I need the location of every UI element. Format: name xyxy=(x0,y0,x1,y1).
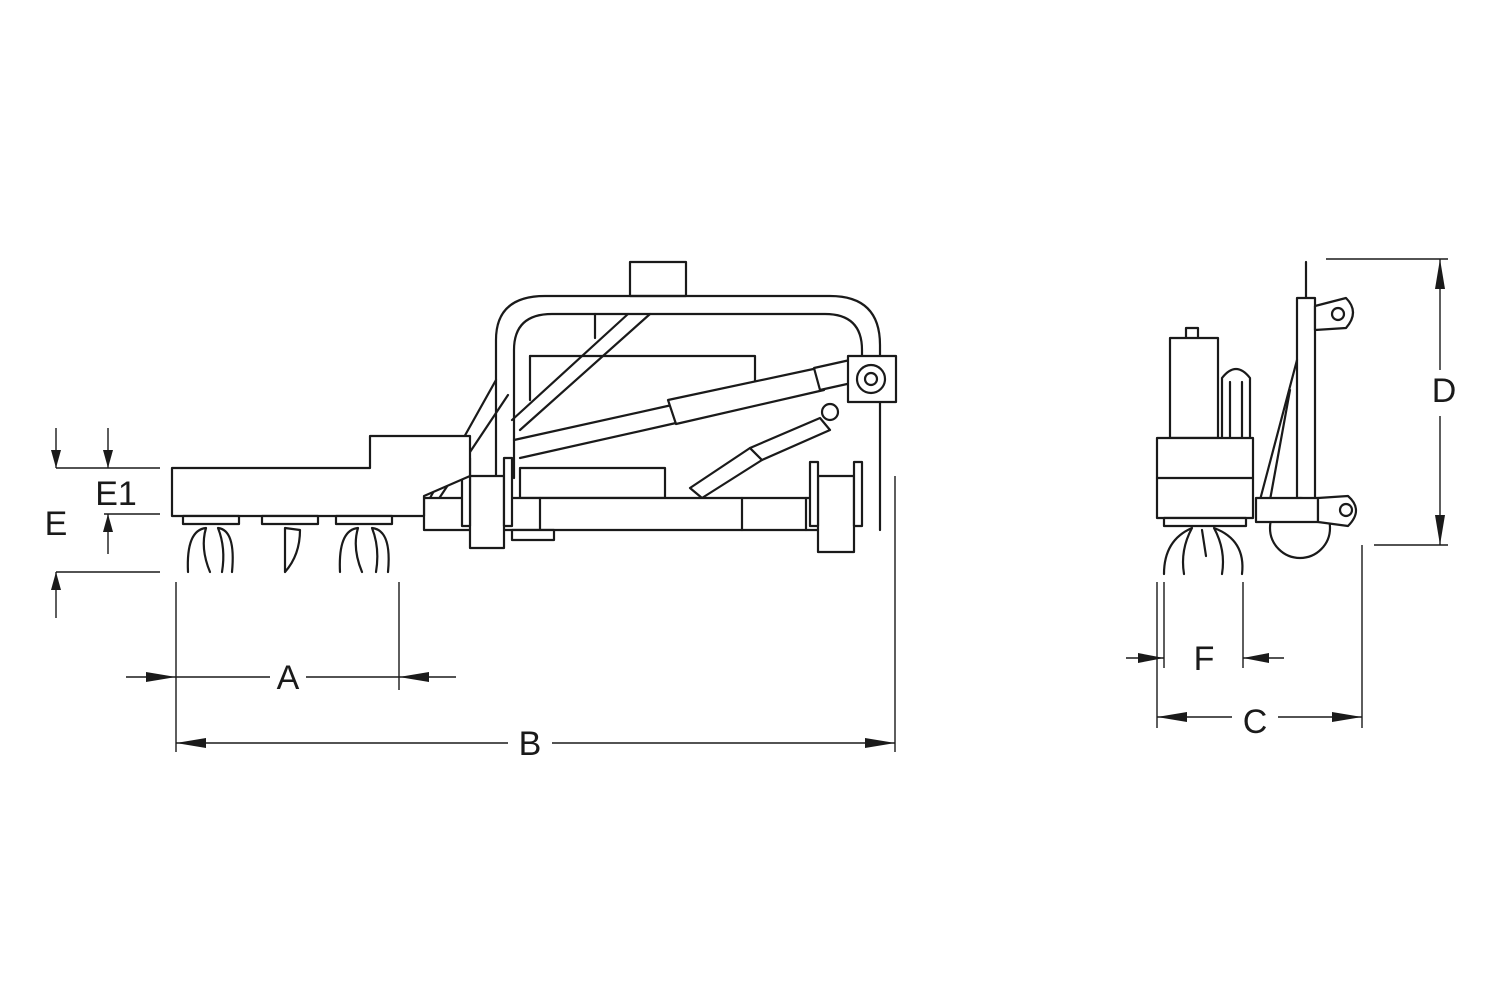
dim-label-a: A xyxy=(277,659,300,697)
front-deck xyxy=(1155,436,1255,528)
frame-inner xyxy=(512,312,864,480)
dim-label-e: E xyxy=(45,505,68,543)
hose-loop xyxy=(1220,367,1252,440)
front-blades xyxy=(1162,526,1244,576)
cutter-deck xyxy=(170,434,472,518)
motor-housing xyxy=(628,260,688,298)
dim-label-f: F xyxy=(1194,640,1215,678)
diagonal-brace xyxy=(510,312,652,432)
front-view xyxy=(1126,258,1448,728)
front-wheel xyxy=(1254,494,1358,560)
frame-outer xyxy=(494,294,882,532)
side-view xyxy=(51,260,898,752)
pivot-block xyxy=(846,354,898,404)
cutter-disc-1 xyxy=(181,514,241,574)
hydraulic-cylinder-lower xyxy=(688,402,840,500)
front-motor xyxy=(1168,326,1220,440)
dim-label-b: B xyxy=(519,725,542,763)
dim-label-e1: E1 xyxy=(95,475,137,513)
front-drum xyxy=(460,456,556,550)
front-post xyxy=(1258,260,1355,526)
rear-wheel xyxy=(808,460,864,554)
cutter-disc-2 xyxy=(260,514,320,574)
hydraulic-cylinder-upper xyxy=(512,358,858,460)
main-beam xyxy=(422,466,846,532)
dim-label-d: D xyxy=(1432,372,1457,410)
cutter-disc-3 xyxy=(334,514,394,574)
dim-label-c: C xyxy=(1243,703,1268,741)
